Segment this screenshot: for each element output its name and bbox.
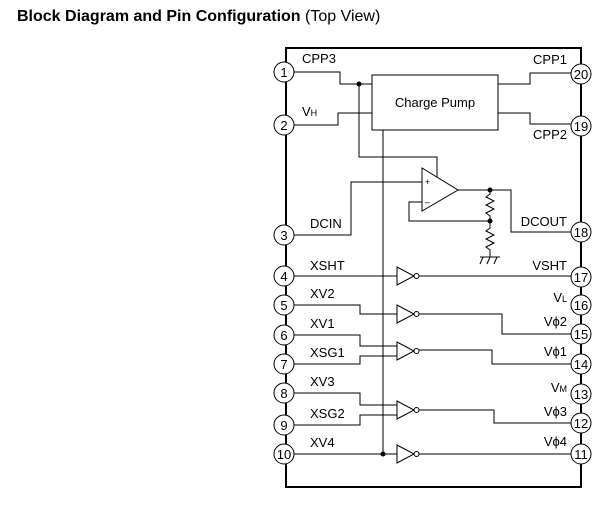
pin-label: XSG2: [310, 406, 345, 421]
pin-10: 10 XV4: [273, 435, 335, 465]
pin-circle: [570, 412, 592, 434]
pin-12: 12 Vϕ3: [544, 404, 592, 434]
pin-label: Vϕ2: [544, 314, 567, 329]
pin-circle: [273, 265, 295, 287]
pin-circle: [570, 323, 592, 345]
pin-circle: [570, 266, 592, 288]
title-bold: Block Diagram and Pin Configuration: [17, 8, 301, 25]
pin-number: 17: [574, 270, 588, 285]
pin-circle: [273, 324, 295, 346]
pin-circle: [273, 414, 295, 436]
pin-number: 1: [280, 65, 287, 80]
pin-label: XV1: [310, 316, 335, 331]
inverters: [396, 266, 420, 464]
pin-circle: [570, 353, 592, 375]
pin-8: 8 XV3: [273, 374, 335, 404]
pin-label: DCIN: [310, 216, 342, 231]
pin-label: Vϕ1: [544, 344, 567, 359]
pin-number: 11: [574, 447, 588, 462]
pin-number: 9: [280, 418, 287, 433]
pin-2: 2 VH: [273, 104, 317, 136]
pin-label: VM: [551, 380, 567, 395]
pin-label: VL: [553, 290, 567, 305]
pin-number: 18: [574, 225, 588, 240]
pin-circle: [570, 115, 592, 137]
pin-number: 16: [574, 298, 588, 313]
pin-number: 20: [574, 67, 588, 82]
pin-11: 11 Vϕ4: [544, 434, 592, 465]
charge-pump-label: Charge Pump: [395, 95, 475, 110]
pin-number: 6: [280, 328, 287, 343]
pin-14: 14 Vϕ1: [544, 344, 592, 375]
pin-circle: [273, 382, 295, 404]
pin-number: 3: [280, 228, 287, 243]
pin-label: CPP2: [533, 127, 567, 142]
pins: 1 CPP3 2 VH 3 DCIN 4 XSHT 5 XV2 6 XV1 7 XSG1 8 XV3 9 XSG2…: [273, 51, 592, 465]
pin-circle: [273, 224, 295, 246]
pin-number: 8: [280, 386, 287, 401]
pin-16: 16 VL: [553, 290, 592, 316]
pin-label: VH: [302, 104, 317, 119]
pin-label: DCOUT: [521, 214, 567, 229]
pin-label: XV4: [310, 435, 335, 450]
inverter-buffer: [396, 341, 420, 361]
pin-3: 3 DCIN: [273, 216, 342, 246]
inverter-buffer: [396, 266, 420, 286]
pin-circle: [570, 294, 592, 316]
opamp-plus: +: [425, 177, 430, 187]
pin-number: 7: [280, 357, 287, 372]
pin-number: 12: [574, 416, 588, 431]
pin-number: 4: [280, 269, 287, 284]
pin-label: XV2: [310, 286, 335, 301]
diagram-title: Block Diagram and Pin Configuration (Top…: [17, 8, 380, 26]
wires: [294, 71, 571, 455]
pin-circle: [273, 443, 295, 465]
pin-6: 6 XV1: [273, 316, 335, 346]
pin-circle: [273, 353, 295, 375]
inverter-buffer: [396, 444, 420, 464]
pin-number: 5: [280, 298, 287, 313]
pin-17: 17 VSHT: [532, 258, 592, 288]
pin-label: VSHT: [532, 258, 567, 273]
title-suffix: (Top View): [300, 8, 381, 25]
pin-circle: [570, 383, 592, 405]
pin-circle: [570, 443, 592, 465]
inverter-buffer: [396, 400, 420, 420]
pin-18: 18 DCOUT: [521, 214, 592, 243]
pin-number: 15: [574, 327, 588, 342]
pin-label: Vϕ4: [544, 434, 567, 449]
pin-4: 4 XSHT: [273, 258, 345, 287]
pin-circle: [273, 114, 295, 136]
pin-label: XV3: [310, 374, 335, 389]
pin-1: 1 CPP3: [273, 51, 336, 83]
opamp: + –: [421, 167, 459, 212]
pin-20: 20 CPP1: [533, 52, 592, 85]
pin-label: XSHT: [310, 258, 345, 273]
pin-label: CPP1: [533, 52, 567, 67]
pin-circle: [570, 63, 592, 85]
pin-circle: [273, 61, 295, 83]
junction-dots: [356, 81, 493, 457]
pin-7: 7 XSG1: [273, 345, 345, 375]
pin-circle: [570, 221, 592, 243]
pin-number: 10: [277, 447, 291, 462]
pin-13: 13 VM: [551, 380, 592, 405]
pin-number: 13: [574, 387, 588, 402]
charge-pump-block: [371, 74, 499, 131]
pin-9: 9 XSG2: [273, 406, 345, 436]
pin-number: 14: [574, 357, 588, 372]
pin-label: XSG1: [310, 345, 345, 360]
inverter-buffer: [396, 304, 420, 324]
pin-number: 2: [280, 118, 287, 133]
pin-number: 19: [574, 119, 588, 134]
pin-circle: [273, 294, 295, 316]
pin-5: 5 XV2: [273, 286, 335, 316]
opamp-minus: –: [425, 197, 430, 207]
pin-label: Vϕ3: [544, 404, 567, 419]
pin-label: CPP3: [302, 51, 336, 66]
pin-15: 15 Vϕ2: [544, 314, 592, 345]
